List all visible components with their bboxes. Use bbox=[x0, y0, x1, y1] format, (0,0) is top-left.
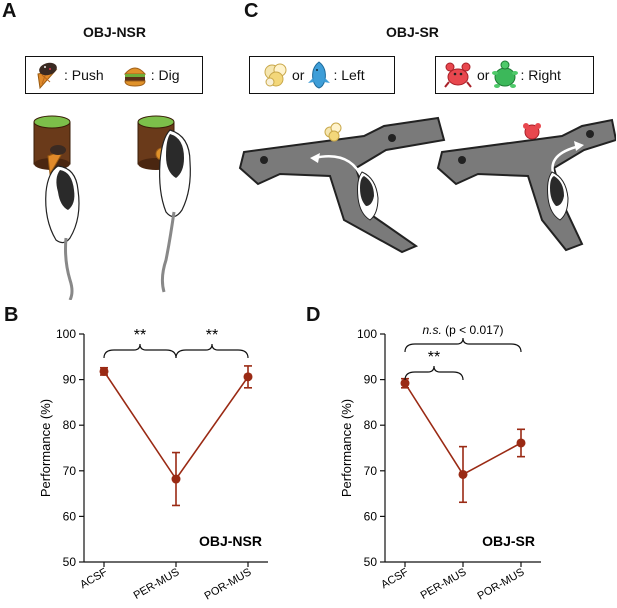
panel-letter-d: D bbox=[306, 304, 321, 326]
y-tick-label: 100 bbox=[357, 327, 377, 341]
pedestal-right bbox=[137, 115, 175, 170]
y-tick-label: 50 bbox=[364, 555, 378, 569]
rat-maze-left bbox=[357, 171, 379, 221]
significance-label: ** bbox=[206, 327, 218, 344]
x-tick-label: ACSF bbox=[379, 566, 411, 591]
rule-or-label-right: or bbox=[477, 67, 490, 83]
significance-label: ** bbox=[134, 327, 146, 344]
significance-bracket bbox=[404, 365, 464, 381]
data-point bbox=[458, 469, 468, 479]
x-tick-label: POR-MUS bbox=[203, 566, 254, 602]
dolphin-icon bbox=[308, 61, 331, 89]
data-point bbox=[400, 378, 410, 388]
x-tick-label: PER-MUS bbox=[419, 566, 469, 602]
panel-title-obj-nsr: OBJ-NSR bbox=[83, 24, 147, 40]
popcorn-icon bbox=[264, 63, 287, 87]
chart-title: OBJ-SR bbox=[482, 533, 535, 549]
rule-push-label: : Push bbox=[64, 67, 104, 83]
rule-box-right: or : Right bbox=[435, 56, 594, 94]
rat-left bbox=[45, 165, 80, 300]
panel-title-obj-sr: OBJ-SR bbox=[386, 24, 439, 40]
y-tick-label: 60 bbox=[63, 509, 77, 523]
panel-letter-c: C bbox=[244, 0, 259, 22]
significance-label: ** bbox=[428, 349, 440, 366]
rule-dig-label: : Dig bbox=[150, 67, 180, 83]
rat-object-illustration bbox=[33, 115, 191, 300]
rat-maze-right bbox=[547, 171, 569, 221]
crab-icon bbox=[444, 62, 472, 88]
significance-bracket bbox=[103, 343, 177, 359]
panel-letter-b: B bbox=[4, 304, 19, 326]
significance-label: n.s. (p < 0.017) bbox=[422, 323, 503, 337]
data-point bbox=[516, 438, 526, 448]
y-tick-label: 100 bbox=[56, 327, 76, 341]
chart-title: OBJ-NSR bbox=[199, 533, 262, 549]
t-maze-illustration bbox=[238, 116, 616, 254]
y-axis-label: Performance (%) bbox=[38, 399, 53, 497]
y-tick-label: 80 bbox=[364, 418, 378, 432]
y-axis-label: Performance (%) bbox=[339, 399, 354, 497]
y-tick-label: 70 bbox=[63, 464, 77, 478]
rule-or-label: or bbox=[292, 67, 305, 83]
data-point bbox=[99, 366, 109, 376]
y-tick-label: 50 bbox=[63, 555, 77, 569]
t-maze-right bbox=[436, 118, 616, 252]
ice-cream-cone-icon bbox=[37, 62, 58, 90]
y-tick-label: 90 bbox=[364, 373, 378, 387]
data-point bbox=[171, 474, 181, 484]
significance-bracket bbox=[175, 343, 249, 359]
rule-right-label: : Right bbox=[520, 67, 561, 83]
rule-box-left: or : Left bbox=[249, 56, 395, 94]
x-tick-label: ACSF bbox=[78, 566, 110, 591]
rat-right bbox=[159, 129, 191, 293]
popcorn-object bbox=[324, 122, 342, 142]
x-tick-label: PER-MUS bbox=[132, 566, 182, 602]
y-tick-label: 80 bbox=[63, 418, 77, 432]
x-tick-label: POR-MUS bbox=[476, 566, 527, 602]
rule-box-nsr: : Push : Dig bbox=[25, 56, 203, 94]
cone-object bbox=[47, 145, 66, 176]
y-tick-label: 60 bbox=[364, 509, 378, 523]
y-tick-label: 90 bbox=[63, 373, 77, 387]
significance-bracket bbox=[404, 337, 522, 353]
crab-object bbox=[523, 123, 541, 140]
turtle-icon bbox=[492, 60, 519, 88]
rule-left-label: : Left bbox=[333, 67, 365, 83]
data-point bbox=[243, 372, 253, 382]
y-tick-label: 70 bbox=[364, 464, 378, 478]
burger-icon bbox=[123, 67, 146, 87]
panel-letter-a: A bbox=[2, 0, 17, 22]
t-maze-left bbox=[238, 116, 446, 254]
